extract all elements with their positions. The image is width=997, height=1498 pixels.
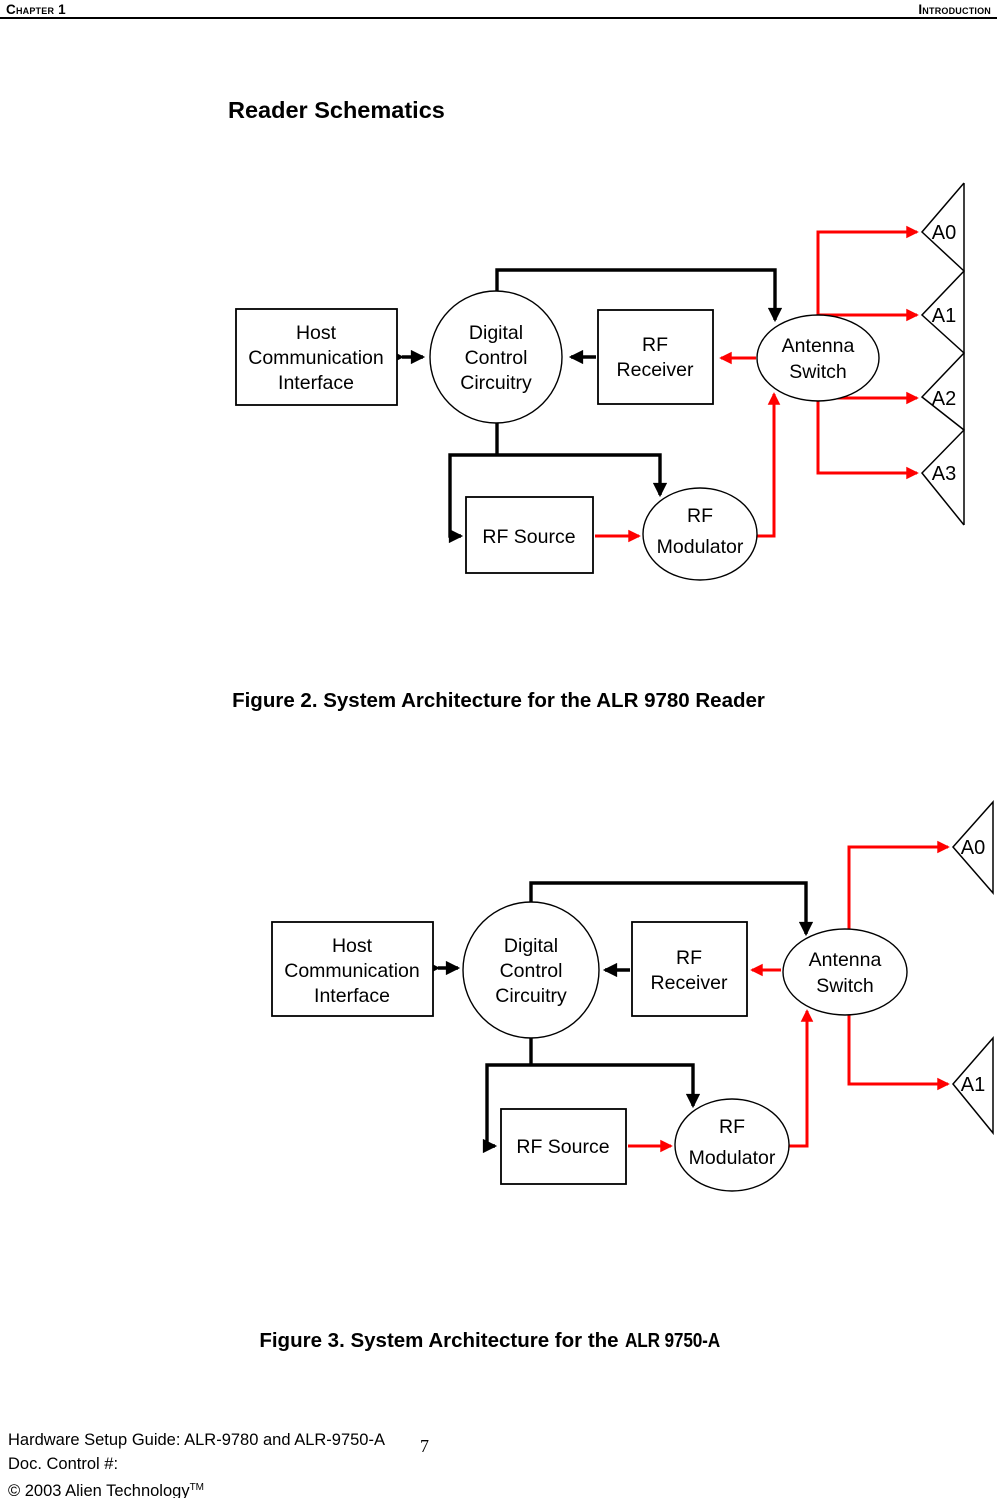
fig3-modulator-label-1: RF <box>719 1116 745 1138</box>
fig2-host-label-1: Host <box>296 322 337 344</box>
fig3-connector-to-modulator <box>531 1063 701 1109</box>
fig2-switch-label-1: Antenna <box>782 335 855 357</box>
fig2-digital-control-circle <box>429 290 563 424</box>
figure3-caption-model: ALR 9750-A <box>624 1329 720 1352</box>
fig2-modulator-label-1: RF <box>687 505 713 527</box>
page-header: Chapter 1 Introduction <box>0 0 997 19</box>
fig2-connector-control-to-switch <box>495 268 783 323</box>
fig2-connector-to-source <box>448 453 497 544</box>
fig3-digital-control-circle <box>462 901 600 1039</box>
fig3-rf-modulator-to-switch <box>789 1009 814 1148</box>
fig2-modulator-label-2: Modulator <box>657 536 744 558</box>
fig2-antenna-switch-ellipse <box>756 314 880 402</box>
fig2-host-interface-box <box>235 308 398 406</box>
fig2-digital-label-1: Digital <box>469 322 523 344</box>
fig3-rf-switch-to-a0 <box>847 840 950 929</box>
fig3-rf-switch-to-a1 <box>847 1014 950 1091</box>
fig3-antenna-a0-shape <box>952 800 994 896</box>
figure3-caption-text: Figure 3. System Architecture for the <box>259 1329 619 1352</box>
fig2-rf-receiver-box <box>597 309 714 405</box>
footer-copyright-text: © 2003 Alien Technology <box>8 1482 190 1498</box>
trademark-symbol: TM <box>189 1482 205 1493</box>
page-title: Reader Schematics <box>228 97 445 123</box>
fig3-antenna-switch-ellipse <box>782 928 908 1016</box>
figure2-caption: Figure 2. System Architecture for the AL… <box>0 689 997 713</box>
fig2-rf-source-box <box>465 496 594 574</box>
fig2-antenna-zigzag <box>920 182 966 526</box>
fig3-modulator-label-2: Modulator <box>689 1147 776 1169</box>
page-footer: Hardware Setup Guide: ALR-9780 and ALR-9… <box>8 1429 385 1498</box>
fig3-digital-label-1: Digital <box>504 935 558 957</box>
figure2-diagram: Host Communication Interface Digital Con… <box>235 182 966 581</box>
fig2-receiver-label-1: RF <box>642 334 668 356</box>
fig3-receiver-label-2: Receiver <box>651 972 728 994</box>
fig2-host-label-3: Interface <box>278 372 354 394</box>
figure3-diagram: Host Communication Interface Digital Con… <box>271 800 994 1192</box>
fig2-receiver-label-2: Receiver <box>617 359 694 381</box>
fig2-antenna-label-a1: A1 <box>932 305 956 327</box>
fig3-connector-control-to-switch <box>529 881 814 937</box>
fig3-host-label-3: Interface <box>314 985 390 1007</box>
fig2-source-label: RF Source <box>482 526 575 548</box>
fig3-connector-to-source <box>482 1063 531 1154</box>
fig3-rf-source-box <box>500 1108 627 1185</box>
fig3-antenna-a1-shape <box>952 1035 994 1136</box>
fig3-antenna-label-a1: A1 <box>961 1074 985 1096</box>
footer-doc-control-line: Doc. Control #: <box>8 1454 119 1473</box>
fig3-rf-receiver-box <box>631 921 748 1017</box>
fig3-host-label-1: Host <box>332 935 373 957</box>
fig2-rf-modulator-ellipse <box>642 487 758 581</box>
fig3-host-interface-box <box>271 921 434 1017</box>
fig2-rf-switch-to-a3 <box>816 400 919 480</box>
fig3-digital-label-3: Circuitry <box>495 985 567 1007</box>
fig3-rf-modulator-ellipse <box>674 1098 790 1192</box>
fig3-switch-label-1: Antenna <box>809 949 882 971</box>
figure2-caption-text: Figure 2. System Architecture for the AL… <box>232 689 765 712</box>
fig2-rf-switch-to-a0 <box>816 225 919 315</box>
header-chapter: Chapter 1 <box>6 2 66 17</box>
fig2-antenna-label-a0: A0 <box>932 222 956 244</box>
fig2-rf-modulator-to-switch <box>756 392 781 538</box>
fig3-receiver-label-1: RF <box>676 947 702 969</box>
fig2-connector-to-modulator <box>497 453 668 498</box>
fig2-antenna-label-a3: A3 <box>932 463 956 485</box>
header-section: Introduction <box>918 2 991 17</box>
fig2-switch-label-2: Switch <box>789 361 846 383</box>
fig2-host-label-2: Communication <box>248 347 383 369</box>
fig2-antenna-label-a2: A2 <box>932 388 956 410</box>
page-number: 7 <box>420 1436 429 1456</box>
footer-guide-line: Hardware Setup Guide: ALR-9780 and ALR-9… <box>8 1431 385 1449</box>
fig3-host-label-2: Communication <box>284 960 419 982</box>
fig3-switch-label-2: Switch <box>816 975 873 997</box>
footer-copyright-line: © 2003 Alien TechnologyTM <box>8 1476 385 1498</box>
fig2-digital-label-2: Control <box>465 347 528 369</box>
fig3-antenna-label-a0: A0 <box>961 837 985 859</box>
fig3-digital-label-2: Control <box>500 960 563 982</box>
fig2-digital-label-3: Circuitry <box>460 372 532 394</box>
fig3-source-label: RF Source <box>516 1136 609 1158</box>
